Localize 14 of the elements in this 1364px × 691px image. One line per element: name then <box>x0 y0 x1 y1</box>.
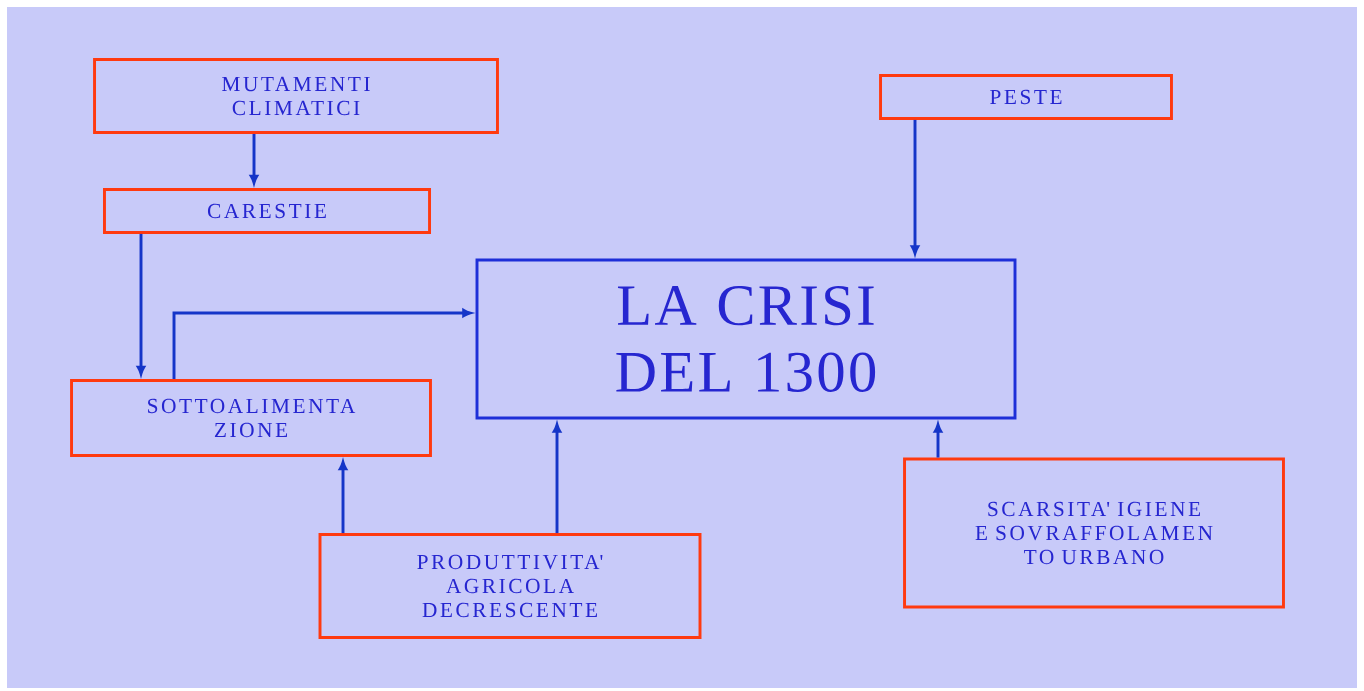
arrow <box>249 134 259 185</box>
arrow <box>910 119 920 255</box>
process-box: SCARSITA' IGIENE E SOVRAFFOLAMEN TO URBANO <box>903 457 1285 609</box>
arrow <box>136 233 146 376</box>
arrow <box>172 308 472 380</box>
arrow <box>933 423 943 458</box>
process-box: MUTAMENTI CLIMATICI <box>93 58 499 134</box>
process-box: LA CRISI DEL 1300 <box>475 258 1017 420</box>
arrow <box>552 423 562 534</box>
arrow <box>338 460 348 534</box>
process-box: PRODUTTIVITA' AGRICOLA DECRESCENTE <box>318 533 702 639</box>
process-box: CARESTIE <box>103 188 431 234</box>
process-box: SOTTOALIMENTA ZIONE <box>70 379 432 457</box>
process-box: PESTE <box>879 74 1173 120</box>
